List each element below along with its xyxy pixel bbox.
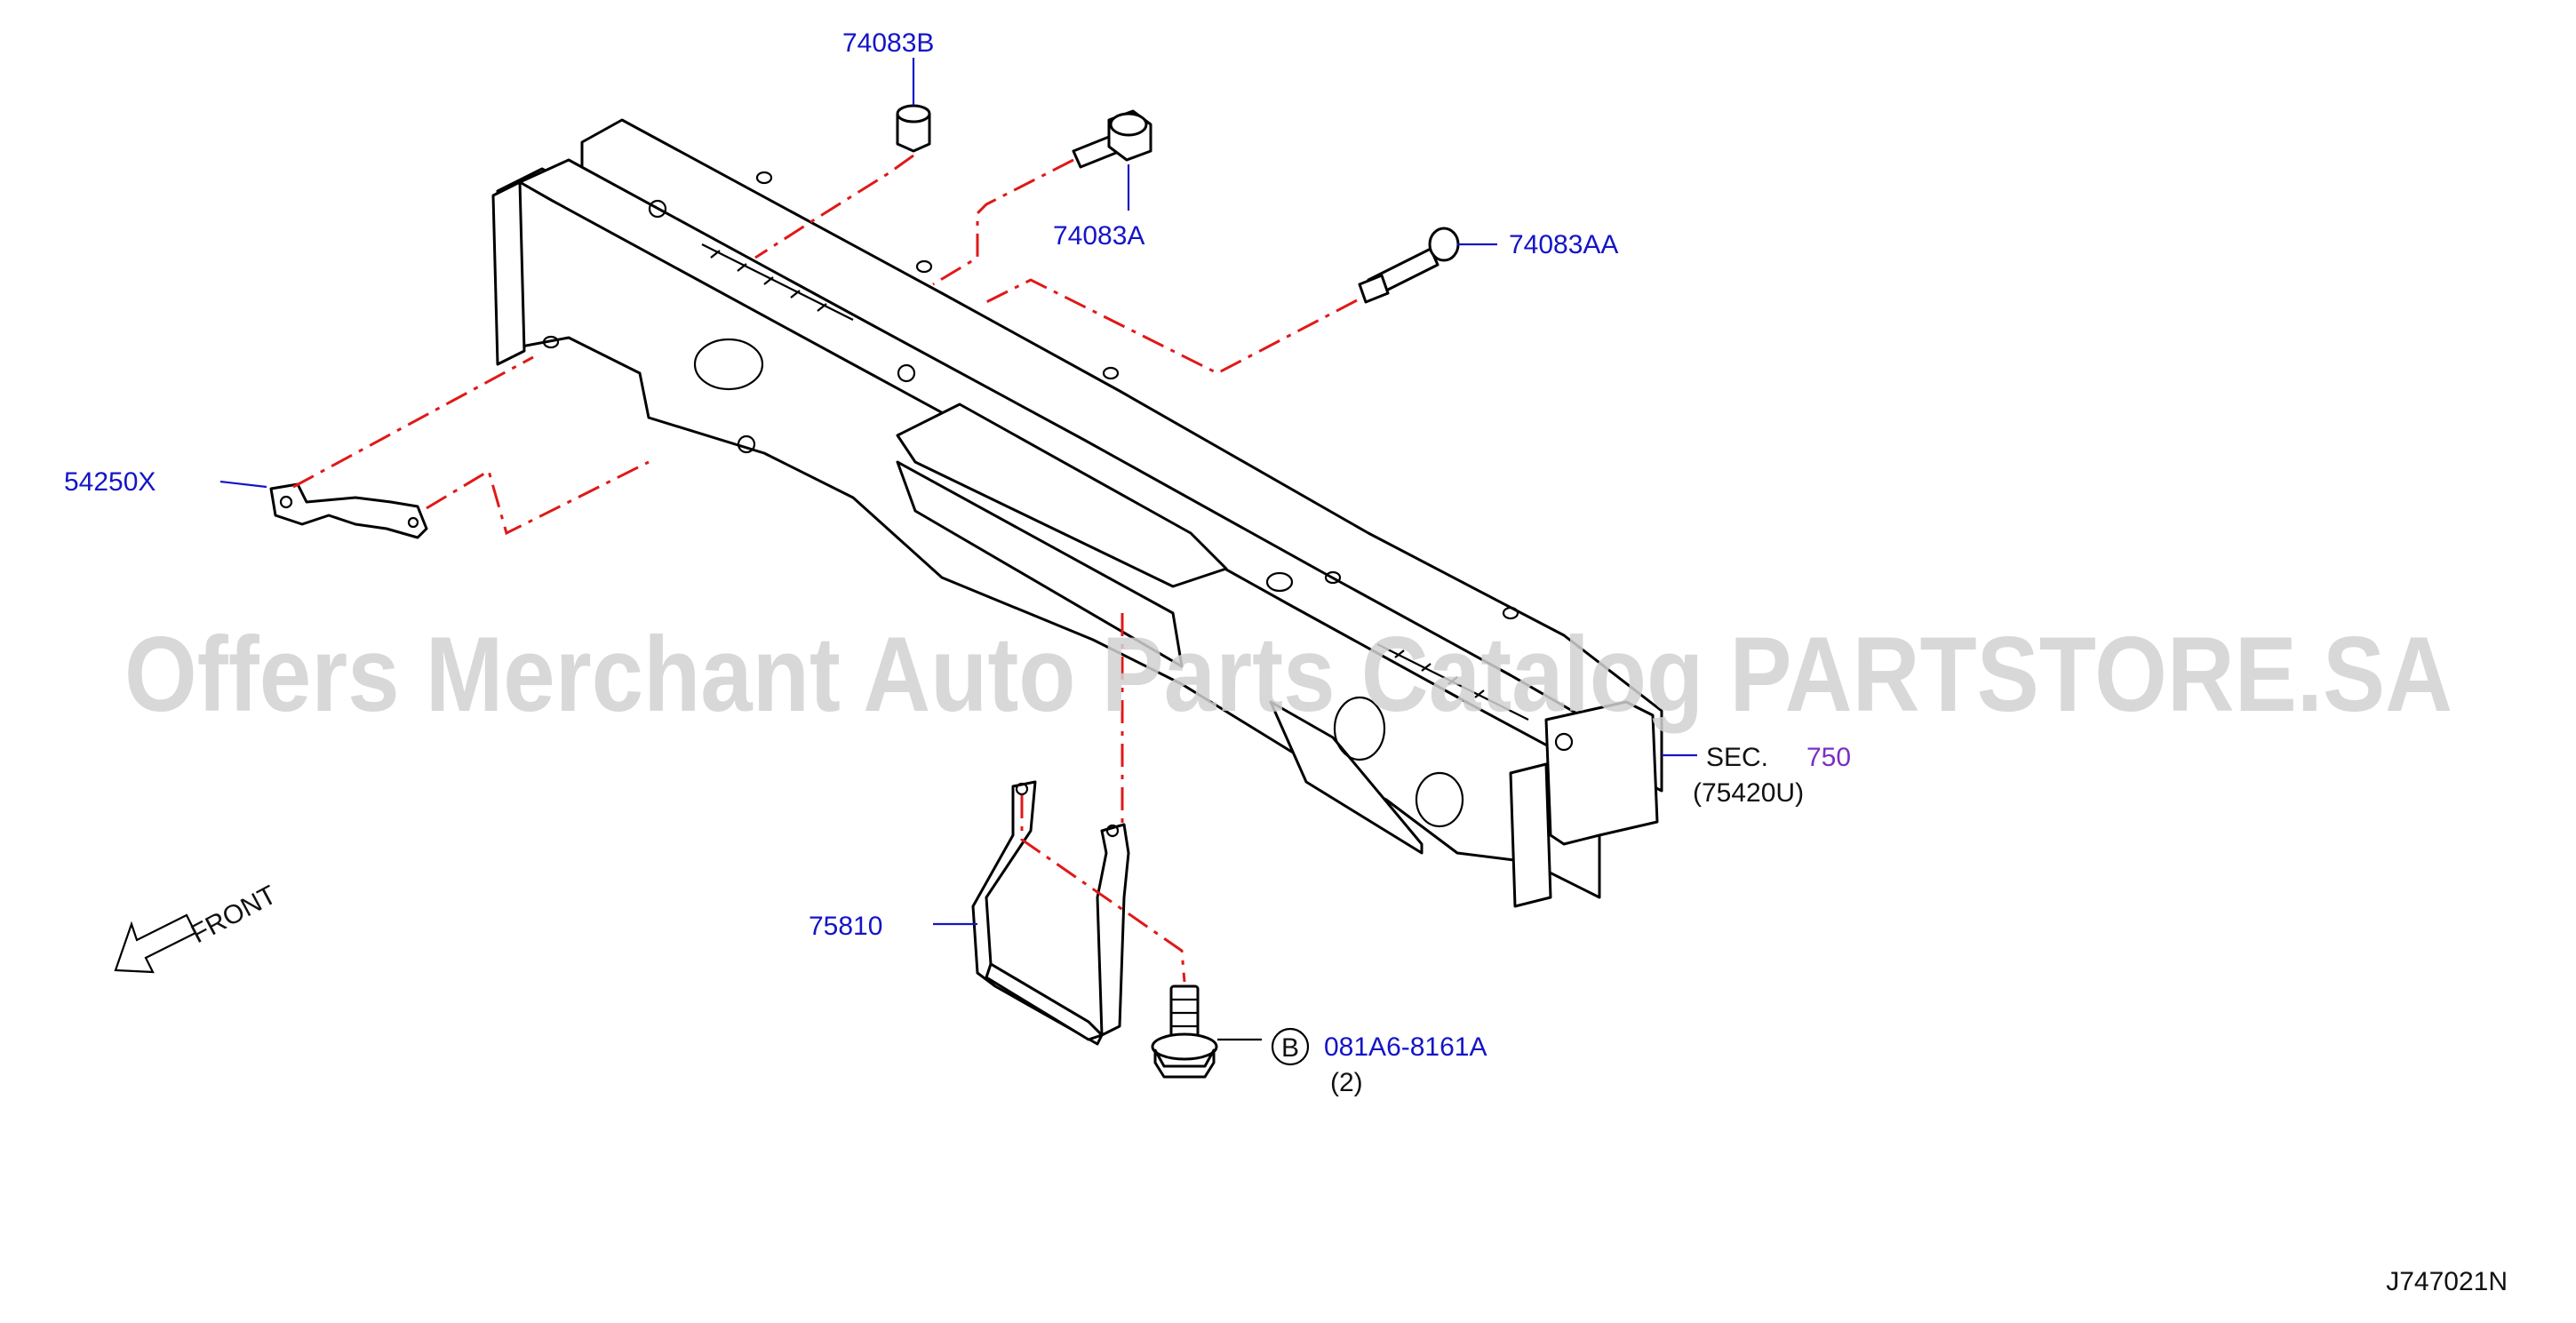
crossmember-assembly[interactable] [491, 118, 1663, 908]
callout-74083A[interactable]: 74083A [1053, 221, 1144, 251]
diagram-code: J747021N [2386, 1267, 2508, 1296]
callout-54250X[interactable]: 54250X [64, 467, 156, 497]
bracket-75810[interactable] [971, 780, 1130, 1046]
callout-74083AA[interactable]: 74083AA [1509, 230, 1618, 259]
bolt-b-quantity: (2) [1330, 1068, 1363, 1097]
front-arrow-icon [114, 913, 197, 974]
callout-75810[interactable]: 75810 [809, 912, 882, 941]
bolt-b-symbol: B [1281, 1033, 1299, 1063]
assembly-lines [292, 154, 1358, 983]
front-label: FRONT [187, 881, 282, 950]
bolt-b-part-number: 081A6-8161A [1324, 1032, 1487, 1062]
bracket-54250X[interactable] [269, 482, 428, 539]
section-sub-75420U: (75420U) [1693, 778, 1804, 808]
callout-74083B[interactable]: 74083B [842, 28, 934, 58]
leader-lines [219, 58, 1697, 1041]
bolt-74083A[interactable] [1072, 109, 1152, 169]
callout-081A6-8161A[interactable]: B 081A6-8161A (2) [1271, 1027, 1487, 1097]
watermark-text: Offers Merchant Auto Parts Catalog PARTS… [124, 615, 2452, 734]
front-direction: FRONT [114, 881, 282, 974]
section-link-750[interactable]: 750 [1806, 743, 1851, 772]
section-prefix: SEC. [1706, 743, 1768, 772]
bolt-081A6-8161A[interactable] [1151, 984, 1218, 1079]
bolt-b-circle-icon [1271, 1027, 1310, 1066]
bolt-74083AA[interactable] [1358, 227, 1460, 304]
nut-74083B[interactable] [896, 104, 931, 153]
